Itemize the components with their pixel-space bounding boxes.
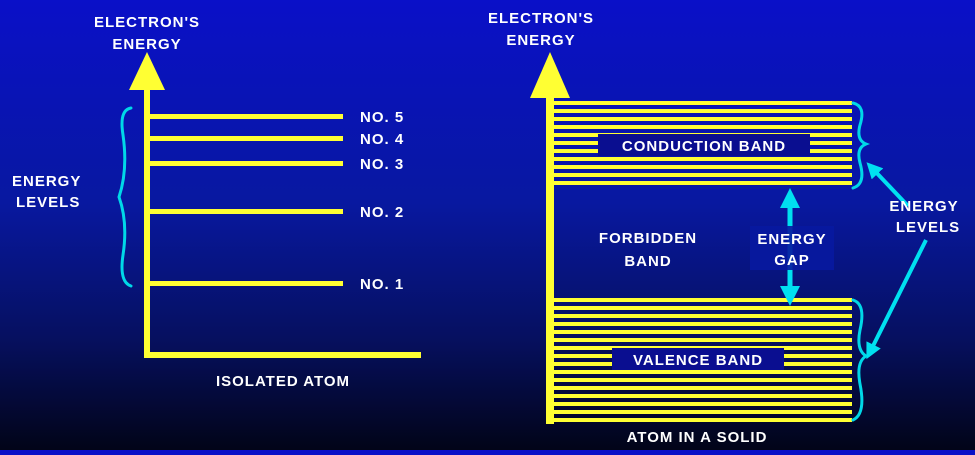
valence-line xyxy=(552,378,852,382)
valence-line xyxy=(552,298,852,302)
level-line-3 xyxy=(147,161,343,166)
conduction-band-brace xyxy=(851,101,871,190)
level-line-4 xyxy=(147,136,343,141)
left-energy-arrow-head xyxy=(129,52,165,90)
atom-in-solid-diagram: ELECTRON'S ENERGY CONDUCTION BAND xyxy=(488,10,960,446)
conduction-line xyxy=(552,109,852,113)
left-caption: ISOLATED ATOM xyxy=(216,373,350,390)
valence-band-brace xyxy=(851,298,869,422)
left-axis-label-line2: ENERGY xyxy=(112,36,181,53)
conduction-line xyxy=(552,125,852,129)
level-label-5: NO. 5 xyxy=(360,109,404,126)
energy-levels-arrow-lower xyxy=(866,239,928,360)
energy-levels-arrow-upper xyxy=(866,162,910,208)
left-axis-label-line1: ELECTRON'S xyxy=(94,14,200,31)
conduction-line xyxy=(552,101,852,105)
valence-line xyxy=(552,394,852,398)
level-line-2 xyxy=(147,209,343,214)
forbidden-band-label-line1: FORBIDDEN xyxy=(599,230,697,247)
conduction-line xyxy=(552,157,852,161)
left-brace-label-line2: LEVELS xyxy=(16,194,80,211)
conduction-line xyxy=(552,165,852,169)
valence-line xyxy=(552,418,852,422)
right-axis-label-line2: ENERGY xyxy=(506,32,575,49)
conduction-line xyxy=(552,117,852,121)
valence-line xyxy=(552,402,852,406)
valence-line xyxy=(552,370,852,374)
valence-line xyxy=(552,410,852,414)
right-energy-arrow-head xyxy=(530,52,570,98)
conduction-line xyxy=(552,181,852,185)
right-caption: ATOM IN A SOLID xyxy=(627,429,768,446)
energy-levels-label-line2: LEVELS xyxy=(896,219,960,236)
isolated-atom-diagram: ELECTRON'S ENERGY NO. 5 NO. 4 NO. 3 NO. … xyxy=(12,14,421,390)
left-baseline-axis xyxy=(144,352,421,358)
conduction-band-label-bg xyxy=(598,134,810,156)
valence-band-lines xyxy=(552,298,852,422)
valence-line xyxy=(552,314,852,318)
level-label-2: NO. 2 xyxy=(360,204,404,221)
level-line-1 xyxy=(147,281,343,286)
left-brace-label-line1: ENERGY xyxy=(12,173,81,190)
level-label-4: NO. 4 xyxy=(360,131,404,148)
conduction-band-label: CONDUCTION BAND xyxy=(622,138,786,155)
valence-line xyxy=(552,386,852,390)
forbidden-band-label-line2: BAND xyxy=(624,253,671,270)
valence-band-label: VALENCE BAND xyxy=(633,352,763,369)
left-energy-levels-brace xyxy=(117,106,133,288)
left-energy-axis xyxy=(144,88,150,358)
right-energy-axis xyxy=(546,96,554,424)
valence-line xyxy=(552,338,852,342)
valence-band-label-bg xyxy=(612,348,784,370)
valence-line xyxy=(552,330,852,334)
energy-gap-label-line2: GAP xyxy=(774,252,810,269)
energy-levels-label-line1: ENERGY xyxy=(889,198,958,215)
level-line-5 xyxy=(147,114,343,119)
valence-line xyxy=(552,322,852,326)
energy-gap-label-bg xyxy=(750,226,834,270)
level-label-3: NO. 3 xyxy=(360,156,404,173)
conduction-line xyxy=(552,173,852,177)
level-label-1: NO. 1 xyxy=(360,276,404,293)
energy-gap-label-line1: ENERGY xyxy=(757,231,826,248)
right-axis-label-line1: ELECTRON'S xyxy=(488,10,594,27)
valence-line xyxy=(552,306,852,310)
